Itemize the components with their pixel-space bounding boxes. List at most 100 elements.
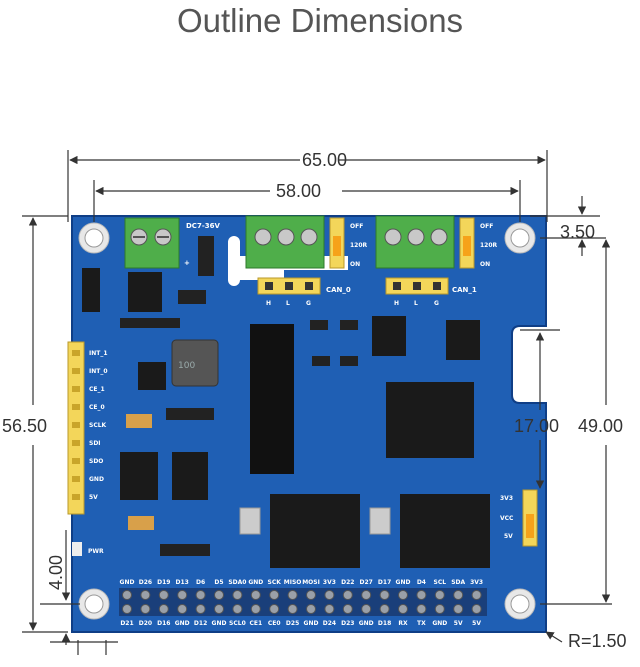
gpio-top-label: SDA0 xyxy=(228,579,246,586)
vsel-vcc: VCC xyxy=(500,515,514,522)
can1-jumper xyxy=(459,217,475,269)
gpio-bottom-label: CE1 xyxy=(249,620,262,627)
gpio-bottom-label: SCL0 xyxy=(229,620,246,627)
gpio-pin xyxy=(398,590,408,600)
power-terminal xyxy=(124,217,180,269)
pin-sclk: SCLK xyxy=(89,422,107,429)
gpio-top-label: SCL xyxy=(434,579,447,586)
pwr-label: PWR xyxy=(88,548,104,555)
gpio-pin xyxy=(269,590,280,600)
gpio-top-label: D19 xyxy=(157,579,170,586)
gpio-pin xyxy=(453,604,464,614)
gpio-bottom-label: D20 xyxy=(139,620,152,627)
gpio-pin xyxy=(324,604,335,614)
dim-mid-height: 17.00 xyxy=(514,416,559,436)
gpio-pin xyxy=(269,604,280,614)
gpio-bottom-label: D16 xyxy=(157,620,170,627)
gpio-top-label: GND xyxy=(120,579,135,586)
gpio-bottom-label: TX xyxy=(417,620,426,627)
gpio-pin xyxy=(361,604,372,614)
gpio-pin xyxy=(232,604,243,614)
gpio-top-label: SCK xyxy=(268,579,282,586)
pin-ce0: CE_0 xyxy=(89,404,105,411)
gpio-bottom-label: GND xyxy=(175,620,190,627)
pin-int0: INT_0 xyxy=(89,368,108,375)
gpio-pin xyxy=(140,604,151,614)
gpio-pin xyxy=(434,590,445,600)
pin-sdo: SDO xyxy=(89,458,103,465)
page-title: Outline Dimensions xyxy=(176,2,464,39)
vsel-3v3: 3V3 xyxy=(500,495,513,502)
gpio-bottom-label: GND xyxy=(359,620,374,627)
gpio-pin xyxy=(287,590,298,600)
gpio-bottom-label: CE0 xyxy=(268,620,281,627)
gpio-pin xyxy=(379,590,390,600)
can0-terminal xyxy=(245,215,325,269)
gpio-pin xyxy=(232,590,243,600)
voltage-select-jumper xyxy=(522,489,538,547)
can1-label: CAN_1 xyxy=(452,286,477,294)
gpio-pin xyxy=(306,590,316,600)
gpio-pin xyxy=(195,590,206,600)
gpio-pin xyxy=(158,590,169,600)
gpio-pin xyxy=(177,590,188,600)
can0-jumper-off: OFF xyxy=(350,223,363,230)
can1-l-label: L xyxy=(414,300,418,307)
dim-hole-spacing-v: 49.00 xyxy=(578,416,623,436)
gpio-pin xyxy=(122,590,132,600)
gpio-pin xyxy=(195,604,206,614)
dim-corner-radius: R=1.50 xyxy=(568,631,627,651)
gpio-pin xyxy=(177,604,188,614)
gpio-pin xyxy=(250,590,261,600)
can1-hlg-header xyxy=(385,277,449,295)
gpio-pin xyxy=(250,604,261,614)
dim-total-height: 56.50 xyxy=(2,416,47,436)
gpio-bottom-label: RX xyxy=(398,620,408,627)
dim-bottom-offset: 4.00 xyxy=(46,555,66,590)
gpio-header xyxy=(119,588,487,616)
plus-sign: + xyxy=(184,259,190,267)
gpio-bottom-label: D25 xyxy=(286,620,299,627)
gpio-top-label: D13 xyxy=(176,579,189,586)
gpio-top-label: MISO xyxy=(284,579,302,586)
can0-l-label: L xyxy=(286,300,290,307)
dim-hole-offset-top: 3.50 xyxy=(560,222,595,242)
can0-hlg-header xyxy=(257,277,321,295)
can0-jumper-on: ON xyxy=(350,261,360,268)
gpio-bottom-label: GND xyxy=(212,620,227,627)
gpio-bottom-label: D23 xyxy=(341,620,354,627)
gpio-top-label: 3V3 xyxy=(323,579,336,586)
gpio-pin xyxy=(342,590,353,600)
gpio-pin xyxy=(416,604,427,614)
pin-sdi: SDI xyxy=(89,440,101,447)
gpio-top-label: D26 xyxy=(139,579,152,586)
pin-gnd: GND xyxy=(89,476,104,483)
can0-g-label: G xyxy=(306,300,311,307)
isolator-block xyxy=(250,324,294,474)
gpio-top-label: D4 xyxy=(417,579,426,586)
gpio-pin xyxy=(398,604,408,614)
gpio-pin xyxy=(158,604,169,614)
gpio-top-label: 3V3 xyxy=(470,579,483,586)
can-controller-chip xyxy=(386,382,474,458)
gpio-header-base xyxy=(119,588,487,616)
gpio-top-label: GND xyxy=(396,579,411,586)
gpio-top-label: D6 xyxy=(196,579,205,586)
gpio-pin xyxy=(306,604,316,614)
inductor-label: 100 xyxy=(178,361,195,371)
dimension-lines xyxy=(22,150,612,655)
can1-jumper-off: OFF xyxy=(480,223,493,230)
gpio-pin xyxy=(361,590,372,600)
dim-hole-spacing-h: 58.00 xyxy=(276,181,321,201)
mounting-holes xyxy=(78,222,536,620)
gpio-pin xyxy=(342,604,353,614)
gpio-top-label: D22 xyxy=(341,579,354,586)
gpio-pin xyxy=(214,604,224,614)
dim-total-width: 65.00 xyxy=(302,150,347,170)
diode xyxy=(198,236,214,276)
gpio-pin xyxy=(471,590,482,600)
can1-h-label: H xyxy=(394,300,399,307)
